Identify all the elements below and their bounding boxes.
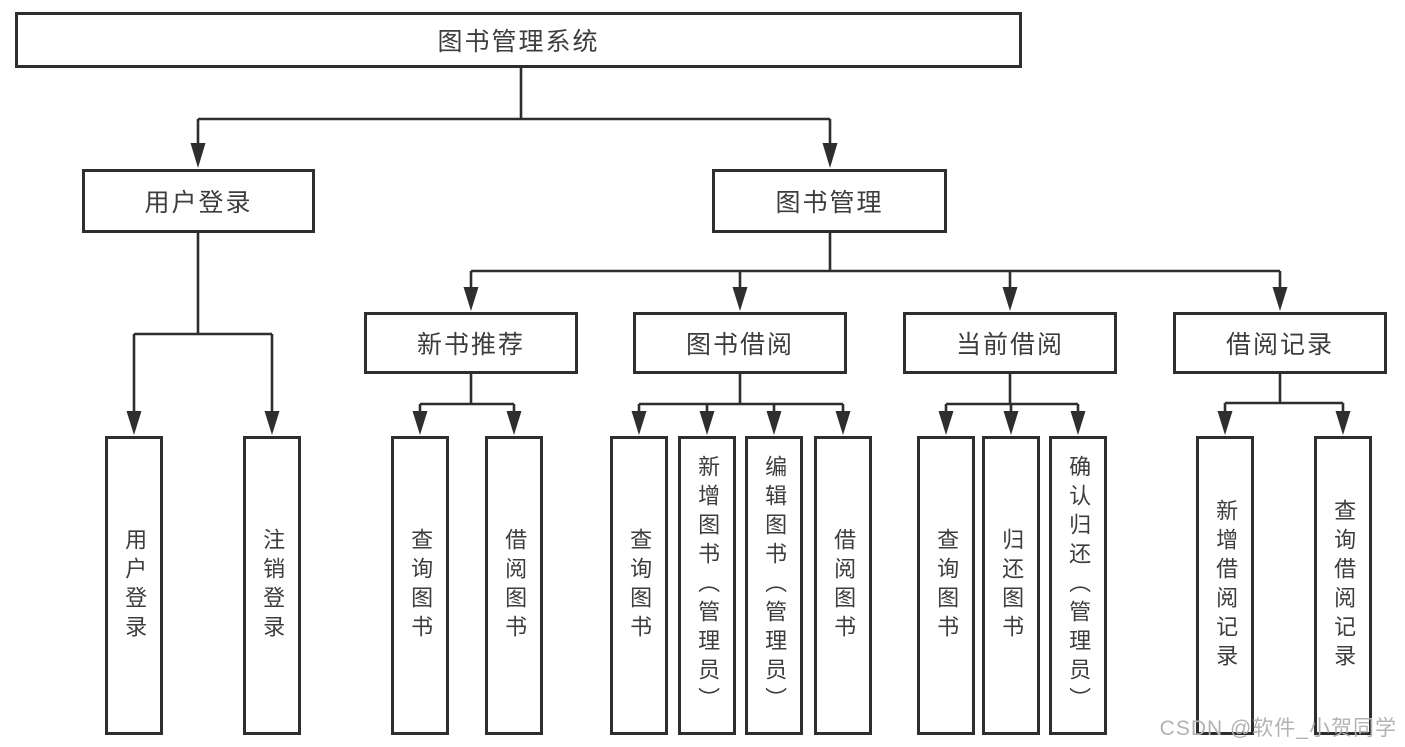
- node-user-login: 用户登录: [82, 169, 315, 233]
- node-borrow-records-label: 借阅记录: [1225, 331, 1334, 359]
- connector-book-borrow-branch: [631, 374, 851, 435]
- node-borrow-books-leaf: 借阅图书: [814, 436, 872, 735]
- node-query-books-recommend-label: 查询图书: [408, 527, 434, 644]
- node-logout-label: 注销登录: [260, 527, 286, 644]
- node-current-borrow-label: 当前借阅: [955, 331, 1064, 359]
- connector-borrow-records-branch: [1217, 374, 1351, 435]
- node-book-management-label: 图书管理: [775, 189, 884, 217]
- node-add-borrow-record: 新增借阅记录: [1196, 436, 1254, 735]
- node-query-books-current: 查询图书: [917, 436, 975, 735]
- node-borrow-books-leaf-label: 借阅图书: [831, 527, 857, 644]
- node-confirm-return-admin: 确认归还（管理员）: [1049, 436, 1107, 735]
- node-book-management: 图书管理: [712, 169, 947, 233]
- node-add-book-admin-label: 新增图书（管理员）: [695, 455, 721, 716]
- node-edit-book-admin-label: 编辑图书（管理员）: [762, 455, 788, 716]
- node-book-borrow: 图书借阅: [633, 312, 847, 374]
- node-confirm-return-admin-label: 确认归还（管理员）: [1066, 455, 1092, 716]
- connector-new-book-branch: [412, 374, 522, 435]
- node-user-login-leaf-label: 用户登录: [122, 527, 148, 644]
- node-return-book-label: 归还图书: [999, 527, 1025, 644]
- node-query-books-borrow: 查询图书: [610, 436, 668, 735]
- node-query-books-recommend: 查询图书: [391, 436, 449, 735]
- node-query-books-current-label: 查询图书: [934, 527, 960, 644]
- node-add-borrow-record-label: 新增借阅记录: [1213, 498, 1239, 673]
- connector-root-branch: [190, 67, 838, 168]
- node-edit-book-admin: 编辑图书（管理员）: [745, 436, 803, 735]
- node-library-system-label: 图书管理系统: [437, 28, 600, 56]
- node-borrow-books-recommend: 借阅图书: [485, 436, 543, 735]
- watermark: CSDN @软件_小贺同学: [1159, 717, 1397, 740]
- node-book-borrow-label: 图书借阅: [685, 331, 794, 359]
- node-user-login-label: 用户登录: [144, 189, 253, 217]
- node-new-book-recommend: 新书推荐: [364, 312, 578, 374]
- node-logout: 注销登录: [243, 436, 301, 735]
- node-current-borrow: 当前借阅: [903, 312, 1117, 374]
- connector-book-management-branch: [463, 233, 1288, 311]
- node-borrow-books-recommend-label: 借阅图书: [502, 527, 528, 644]
- node-query-borrow-record: 查询借阅记录: [1314, 436, 1372, 735]
- node-borrow-records: 借阅记录: [1173, 312, 1387, 374]
- node-library-system: 图书管理系统: [15, 12, 1022, 68]
- node-new-book-recommend-label: 新书推荐: [416, 331, 525, 359]
- node-return-book: 归还图书: [982, 436, 1040, 735]
- connector-current-borrow-branch: [938, 374, 1086, 435]
- connector-user-login-branch: [126, 233, 280, 435]
- node-query-books-borrow-label: 查询图书: [627, 527, 653, 644]
- node-add-book-admin: 新增图书（管理员）: [678, 436, 736, 735]
- node-user-login-leaf: 用户登录: [105, 436, 163, 735]
- node-query-borrow-record-label: 查询借阅记录: [1331, 498, 1357, 673]
